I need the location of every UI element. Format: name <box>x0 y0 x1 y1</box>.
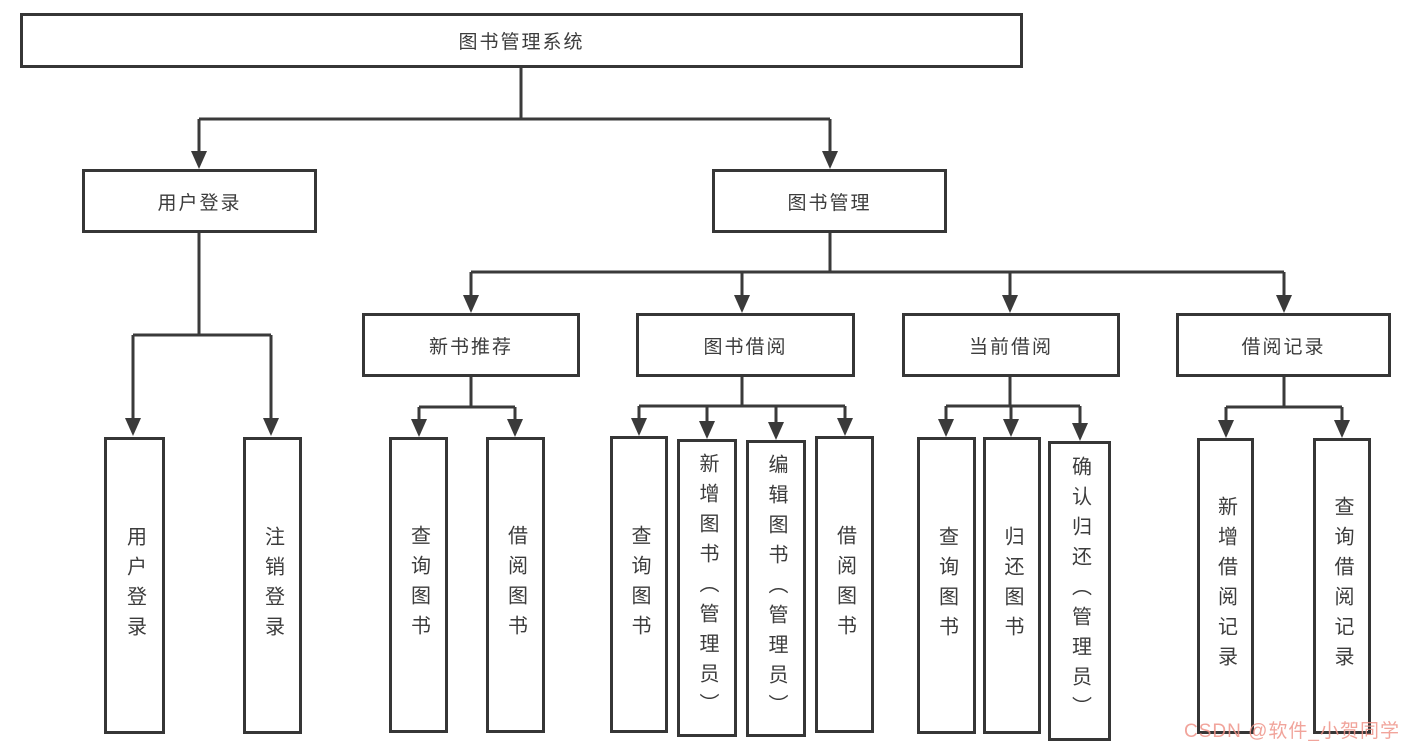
node-label: 借阅记录 <box>1241 336 1326 358</box>
node-label: 借阅图书 <box>833 524 856 645</box>
node-label: 当前借阅 <box>968 336 1053 358</box>
node-label: 查询图书 <box>628 524 650 645</box>
node-label: 归还图书 <box>1001 525 1023 646</box>
node-label: 图书管理 <box>787 192 872 214</box>
node-new-book-recommendation: 新书推荐 <box>362 313 580 377</box>
leaf-query-borrow-record: 查询借阅记录 <box>1313 438 1371 734</box>
node-label: 用户登录 <box>123 525 146 646</box>
node-borrowing-records: 借阅记录 <box>1176 313 1391 377</box>
leaf-borrow-books: 借阅图书 <box>486 437 545 733</box>
node-label: 查询图书 <box>407 525 430 645</box>
leaf-confirm-return-admin: 确认归还（管理员） <box>1048 441 1111 741</box>
node-book-borrowing: 图书借阅 <box>636 313 855 377</box>
node-current-borrowing: 当前借阅 <box>902 313 1120 377</box>
node-label: 图书管理系统 <box>458 32 585 53</box>
node-label: 查询借阅记录 <box>1331 496 1353 676</box>
leaf-borrow-books: 借阅图书 <box>815 436 874 733</box>
node-label: 编辑图书（管理员） <box>765 453 787 724</box>
leaf-edit-books-admin: 编辑图书（管理员） <box>746 440 806 737</box>
node-label: 借阅图书 <box>504 525 527 645</box>
leaf-logout: 注销登录 <box>243 437 302 734</box>
node-label: 注销登录 <box>261 525 284 646</box>
leaf-query-books: 查询图书 <box>610 436 668 733</box>
node-label: 确认归还（管理员） <box>1068 456 1091 726</box>
node-library-management-system: 图书管理系统 <box>20 13 1023 68</box>
node-user-login-branch: 用户登录 <box>82 169 317 233</box>
node-label: 用户登录 <box>157 192 242 214</box>
node-label: 图书借阅 <box>703 336 788 358</box>
leaf-query-books: 查询图书 <box>389 437 448 733</box>
leaf-add-books-admin: 新增图书（管理员） <box>677 439 737 737</box>
leaf-return-books: 归还图书 <box>983 437 1041 734</box>
leaf-user-login: 用户登录 <box>104 437 165 734</box>
arrowheads <box>125 151 1350 441</box>
leaf-add-borrow-record: 新增借阅记录 <box>1197 438 1254 734</box>
node-book-management-branch: 图书管理 <box>712 169 947 233</box>
csdn-watermark: CSDN @软件_小贺同学 <box>1184 721 1400 742</box>
node-label: 新增借阅记录 <box>1214 496 1237 676</box>
node-label: 查询图书 <box>935 525 958 646</box>
node-label: 新增图书（管理员） <box>696 453 718 723</box>
node-label: 新书推荐 <box>428 336 513 358</box>
leaf-query-books: 查询图书 <box>917 437 976 734</box>
